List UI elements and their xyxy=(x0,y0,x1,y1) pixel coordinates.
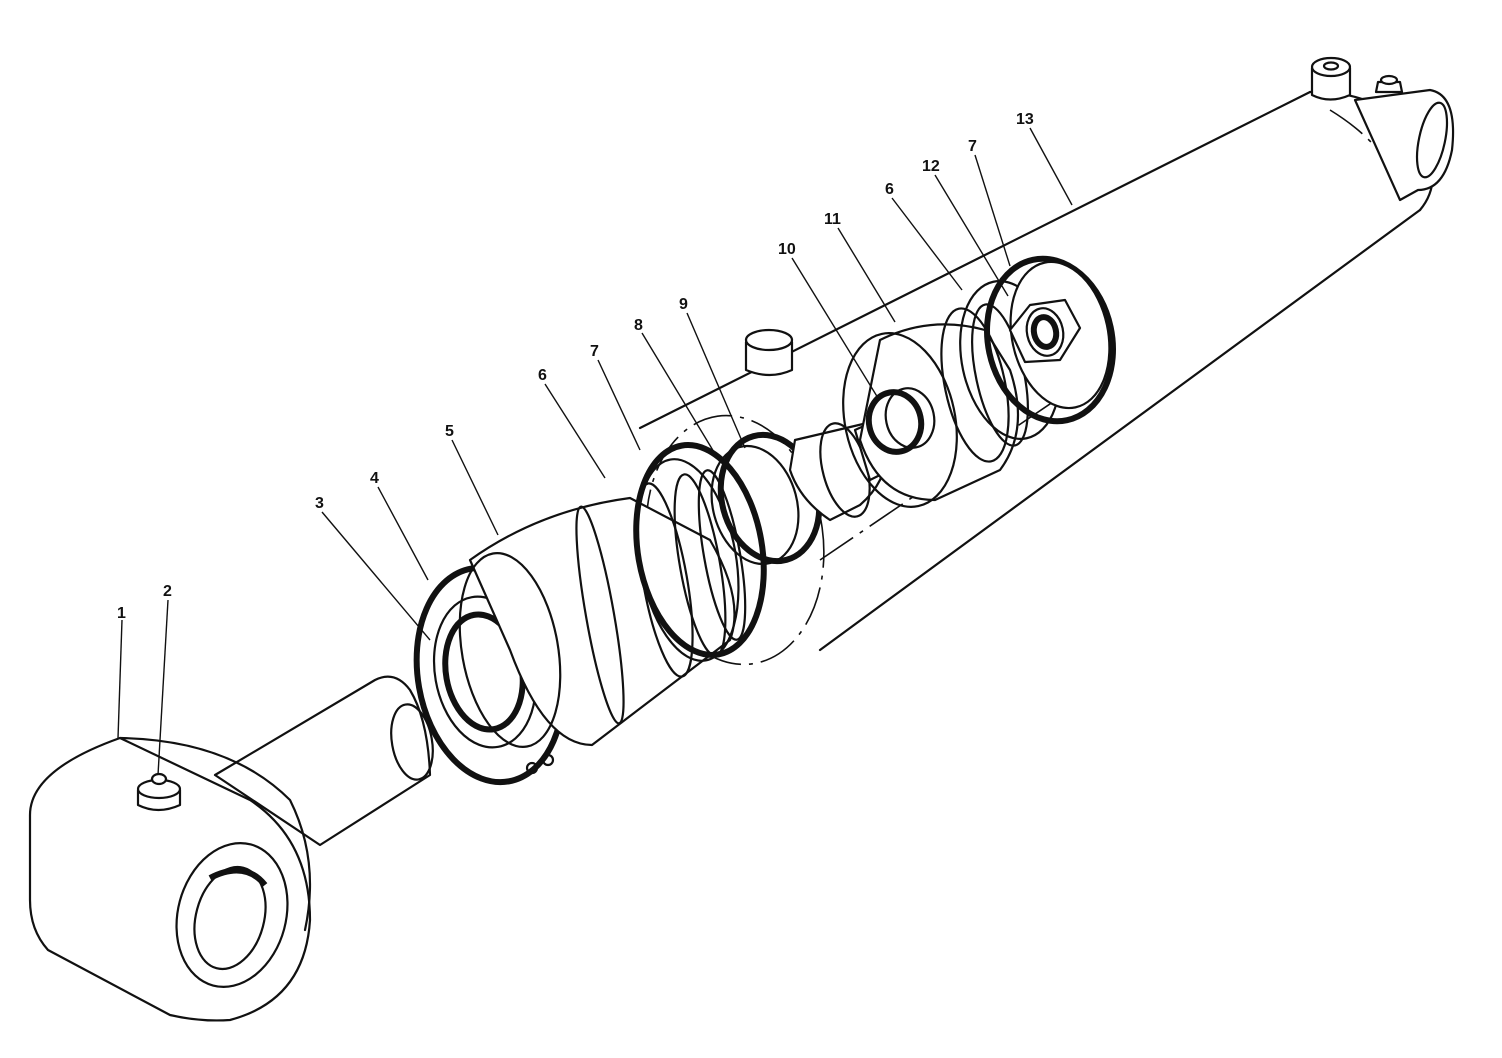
callout-8: 8 xyxy=(634,317,643,334)
callout-7a: 7 xyxy=(590,343,599,360)
callout-11: 11 xyxy=(824,211,841,228)
callout-6b: 6 xyxy=(885,181,894,198)
callout-5: 5 xyxy=(445,423,454,440)
callout-1: 1 xyxy=(117,605,126,622)
piston-seals-and-nut xyxy=(959,255,1116,440)
callout-10: 10 xyxy=(778,241,796,258)
callout-6a: 6 xyxy=(538,367,547,384)
callout-2: 2 xyxy=(163,583,172,600)
callout-13: 13 xyxy=(1016,111,1034,128)
piston xyxy=(842,303,1029,508)
callout-3: 3 xyxy=(315,495,324,512)
leader-lines xyxy=(117,127,1073,776)
rod-eye xyxy=(28,675,434,1022)
cylinder-barrel xyxy=(638,56,1455,666)
callout-labels: 1 2 3 4 5 6 7 8 9 10 11 6 12 7 13 xyxy=(117,111,1034,622)
callout-9: 9 xyxy=(679,296,688,313)
grease-fitting xyxy=(136,772,182,812)
callout-12: 12 xyxy=(922,158,940,175)
callout-4: 4 xyxy=(370,470,379,487)
callout-7b: 7 xyxy=(968,138,977,155)
gland xyxy=(458,469,747,748)
